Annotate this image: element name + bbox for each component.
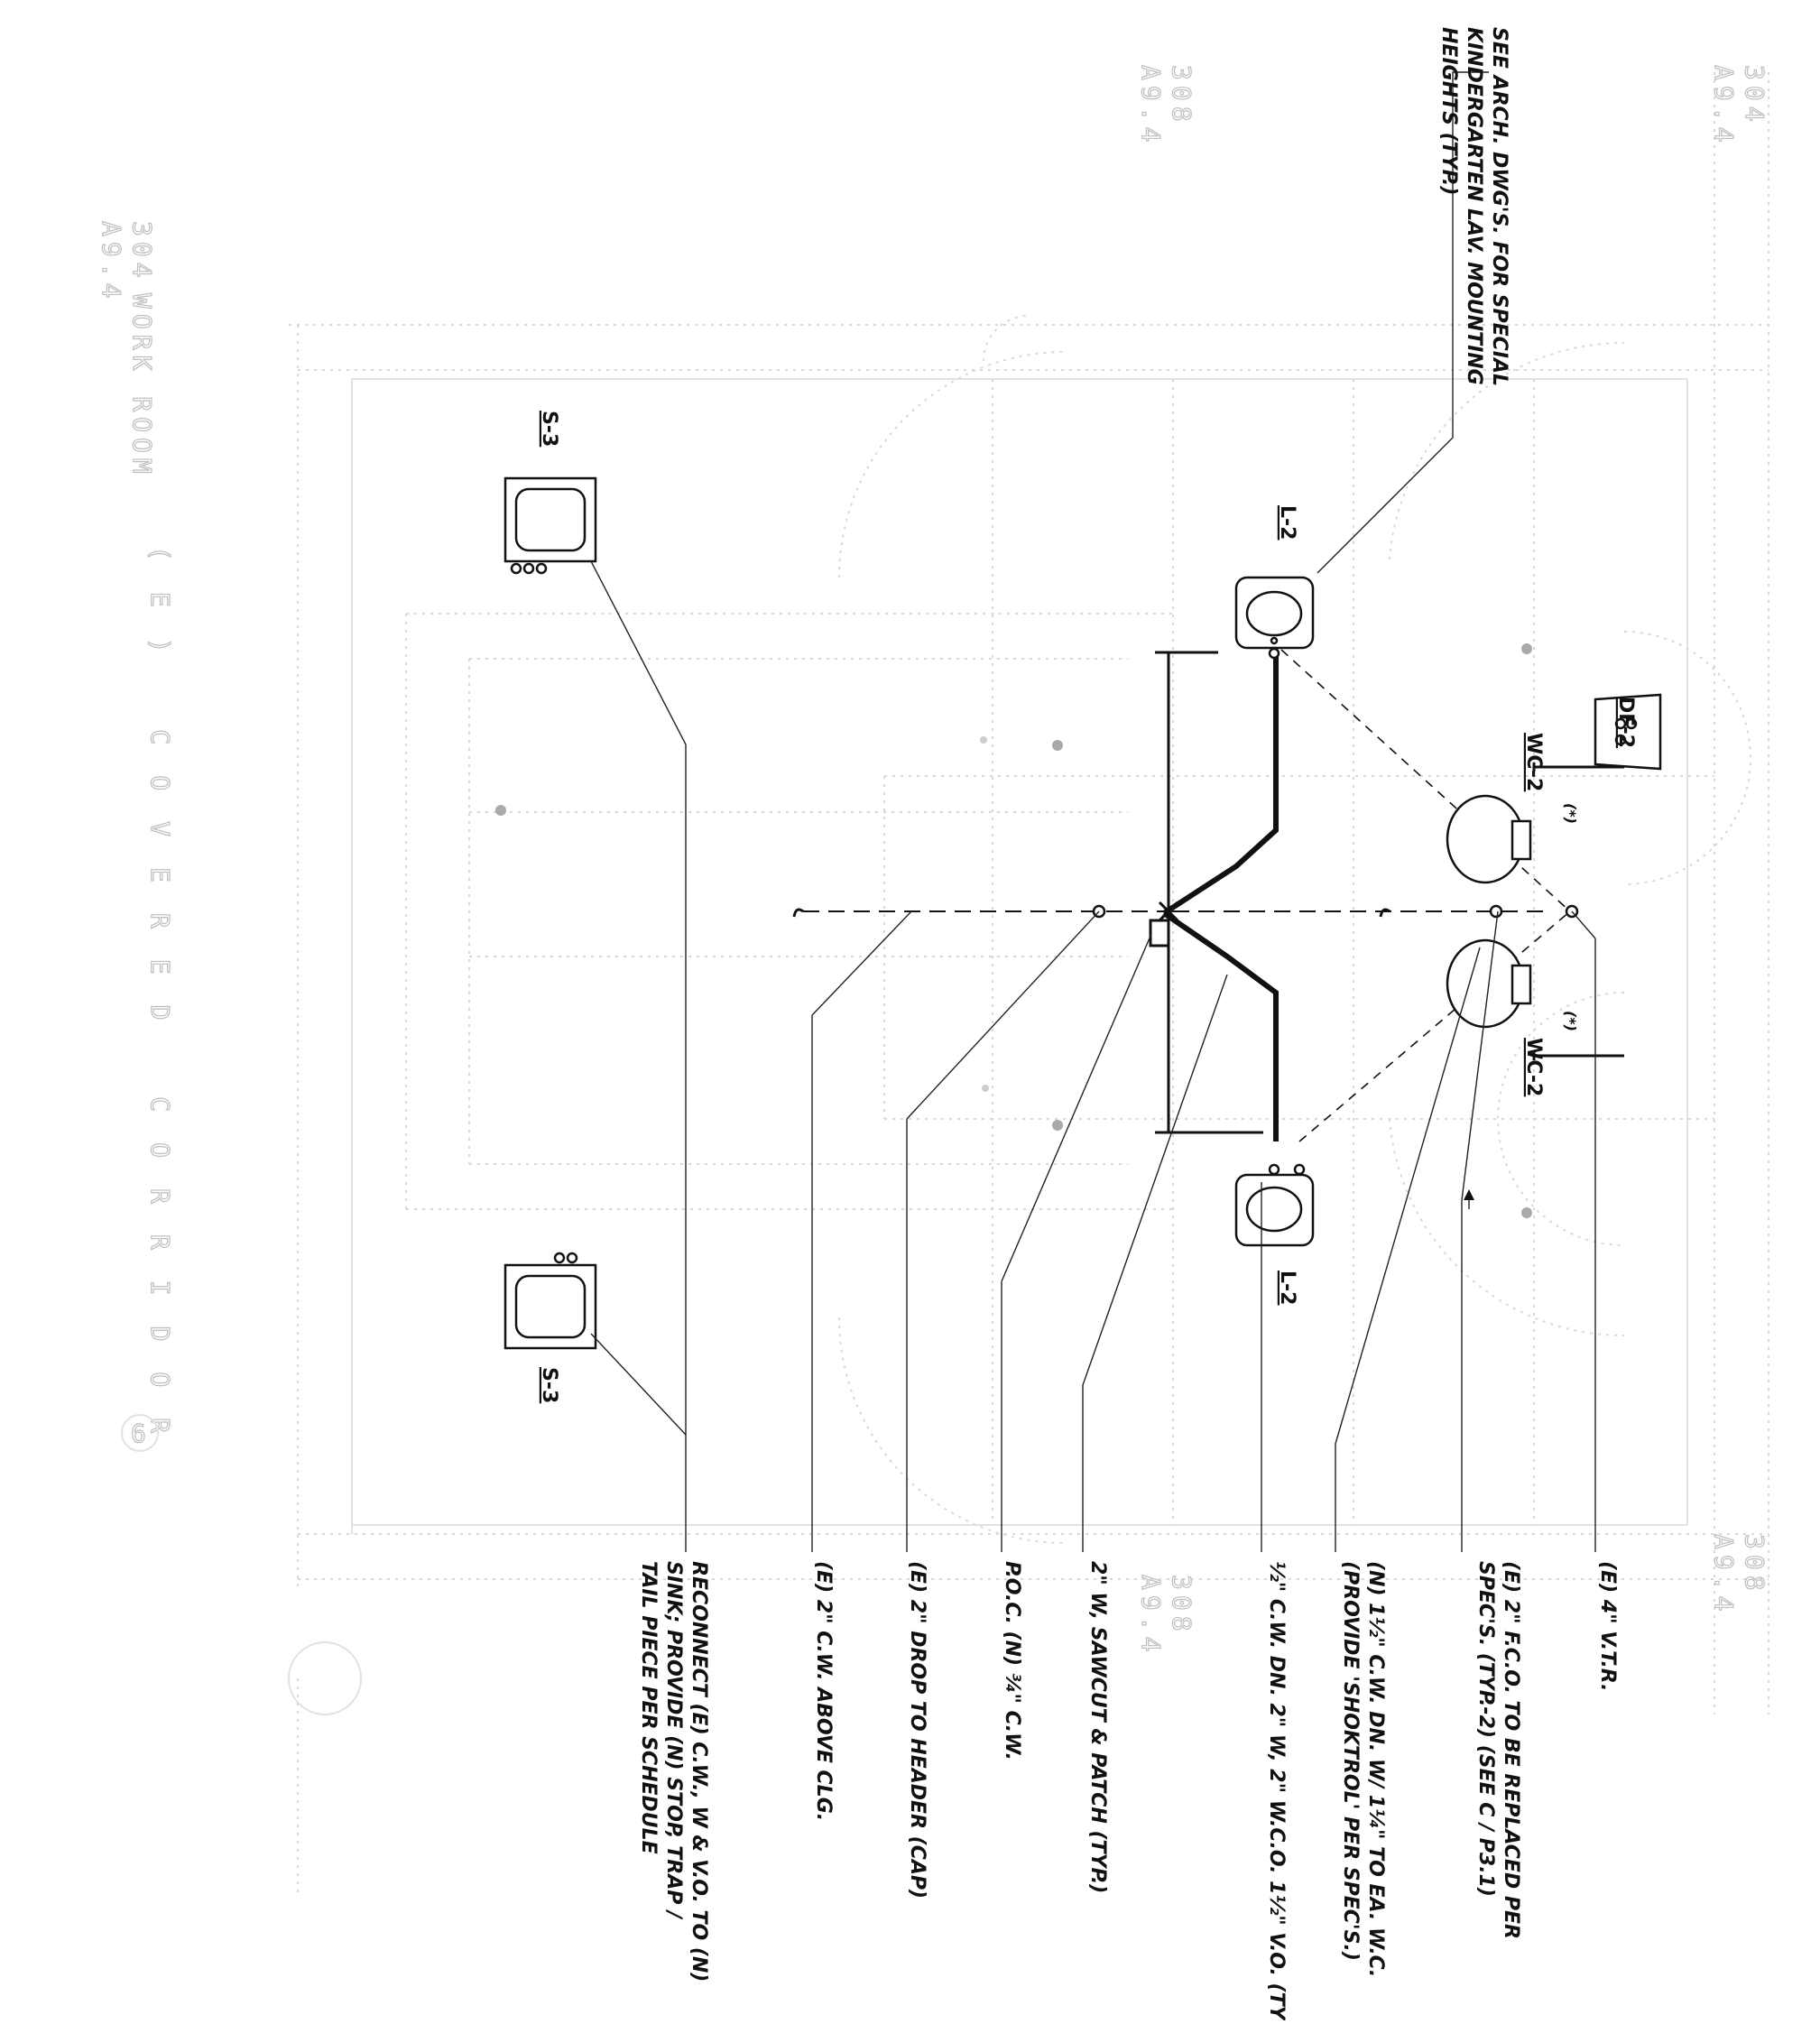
lav-right-waste xyxy=(1162,910,1279,1141)
note-cw-dn: (N) 1½" C.W. DN. W/ 1¼" TO EA. W.C. (PRO… xyxy=(1339,1561,1387,1977)
note-cw-line-2: (PROVIDE 'SHOKTROL' PER SPEC'S.) xyxy=(1339,1561,1362,1961)
leader-lines xyxy=(590,71,1596,1552)
cw-cap-symbol xyxy=(792,908,804,918)
cw-run-right-wc xyxy=(1298,910,1571,1142)
room-sheet-308a: A9.4 xyxy=(1136,65,1166,147)
note-lav-cw: ½" C.W. DN. 2" W, 2" W.C.O. 1½" V.O. (TY… xyxy=(1265,1561,1288,2024)
room-number-308b: 308 xyxy=(1167,1575,1196,1637)
cw-stop-symbol xyxy=(1379,908,1390,918)
tag-wc-2-left: WC-2 xyxy=(1522,733,1545,791)
room-label-top-right: 304 A9.4 xyxy=(1708,64,1769,148)
note-sawcut-text: 2" W, SAWCUT & PATCH (TYP.) xyxy=(1086,1561,1109,1893)
note-arch-line-3: HEIGHTS (TYP.) xyxy=(1437,27,1460,195)
room-label-top: 308 A9.4 xyxy=(1135,64,1196,148)
fixture-wc-left xyxy=(1446,794,1532,884)
note-vtr-text: (E) 4" V.T.R. xyxy=(1596,1561,1619,1692)
wc-marker-right: (*) xyxy=(1562,1011,1579,1031)
note-fco-line-1: (E) 2" F.C.O. TO BE REPLACED PER xyxy=(1500,1561,1522,1939)
tag-l-2-left: L-2 xyxy=(1276,505,1298,540)
room-name-work-room: WORK ROOM xyxy=(127,293,157,479)
note-arch-dwgs: SEE ARCH. DWG'S. FOR SPECIAL KINDERGARTE… xyxy=(1437,27,1511,386)
note-reconnect: RECONNECT (E) C.W., W & V.O. TO (N) SINK… xyxy=(637,1561,710,1982)
wc-marker-left: (*) xyxy=(1562,803,1579,824)
room-number-304: 304 xyxy=(127,221,157,283)
corridor-name: (E) COVERED CORRIDOR xyxy=(145,546,175,1464)
note-cw-above-text: (E) 2" C.W. ABOVE CLG. xyxy=(812,1561,835,1821)
fixture-lav-right xyxy=(1234,1163,1315,1247)
note-poc-text: P.O.C. (N) ¾" C.W. xyxy=(1001,1561,1023,1761)
note-reconnect-line-2: SINK; PROVIDE (N) STOP, TRAP / xyxy=(662,1561,685,1920)
note-poc: P.O.C. (N) ¾" C.W. xyxy=(1001,1561,1023,1761)
background-architecture xyxy=(288,72,1769,1895)
fixture-df-2 xyxy=(1594,693,1662,771)
room-sheet-308c: A9.4 xyxy=(1709,1534,1739,1616)
fixture-sink-right xyxy=(504,1252,597,1350)
room-sheet-ref: A9.4 xyxy=(97,221,126,303)
room-label-corridor: (E) COVERED CORRIDOR xyxy=(144,545,175,1464)
fixture-wc-right xyxy=(1446,938,1532,1029)
note-fco-line-2: SPEC'S. (TYP.-2) (SEE C / P3.1) xyxy=(1474,1561,1497,1897)
piping xyxy=(792,649,1624,1142)
tag-df-2: DF-2 xyxy=(1614,697,1637,748)
room-number-304b: 304 xyxy=(1740,65,1769,127)
corridor-tag-number: 6 xyxy=(131,1419,152,1448)
note-drop-text: (E) 2" DROP TO HEADER (CAP) xyxy=(906,1561,928,1899)
tag-s-3-left: S-3 xyxy=(538,411,560,447)
tag-wc-2-right: WC-2 xyxy=(1522,1038,1545,1096)
room-sheet-308b: A9.4 xyxy=(1136,1575,1166,1657)
header-cap xyxy=(1149,919,1170,947)
note-cw-above: (E) 2" C.W. ABOVE CLG. xyxy=(812,1561,835,1821)
fixture-sink-left xyxy=(504,476,597,575)
note-vtr: (E) 4" V.T.R. xyxy=(1596,1561,1619,1692)
room-label-work-room: 304 WORK ROOM A9.4 xyxy=(96,220,157,479)
note-lav-cw-text: ½" C.W. DN. 2" W, 2" W.C.O. 1½" V.O. (TY… xyxy=(1265,1561,1288,2020)
note-drop: (E) 2" DROP TO HEADER (CAP) xyxy=(906,1561,928,1899)
note-fco: (E) 2" F.C.O. TO BE REPLACED PER SPEC'S.… xyxy=(1474,1561,1522,1939)
note-arch-line-2: KINDERGARTEN LAV. MOUNTING xyxy=(1463,27,1485,385)
room-number-308a: 308 xyxy=(1167,65,1196,127)
tag-l-2-right: L-2 xyxy=(1276,1271,1298,1305)
fco-symbol xyxy=(1489,904,1503,919)
tag-s-3-right: S-3 xyxy=(538,1367,560,1403)
saw-cut-x xyxy=(1158,901,1179,922)
note-reconnect-line-1: RECONNECT (E) C.W., W & V.O. TO (N) xyxy=(688,1561,710,1982)
room-label-mid-right: 308 A9.4 xyxy=(1135,1574,1196,1658)
lav-left-waste xyxy=(1162,654,1279,916)
room-label-right: 308 A9.4 xyxy=(1708,1533,1769,1617)
fixture-lav-left xyxy=(1234,576,1315,660)
corridor-tag: 6 xyxy=(121,1414,159,1452)
note-arch-line-1: SEE ARCH. DWG'S. FOR SPECIAL xyxy=(1488,27,1511,386)
note-cw-line-1: (N) 1½" C.W. DN. W/ 1¼" TO EA. W.C. xyxy=(1364,1561,1387,1977)
note-reconnect-line-3: TAIL PIECE PER SCHEDULE xyxy=(637,1561,660,1854)
note-sawcut: 2" W, SAWCUT & PATCH (TYP.) xyxy=(1086,1561,1109,1893)
room-number-308c: 308 xyxy=(1740,1534,1769,1596)
room-sheet-304b: A9.4 xyxy=(1709,65,1739,147)
